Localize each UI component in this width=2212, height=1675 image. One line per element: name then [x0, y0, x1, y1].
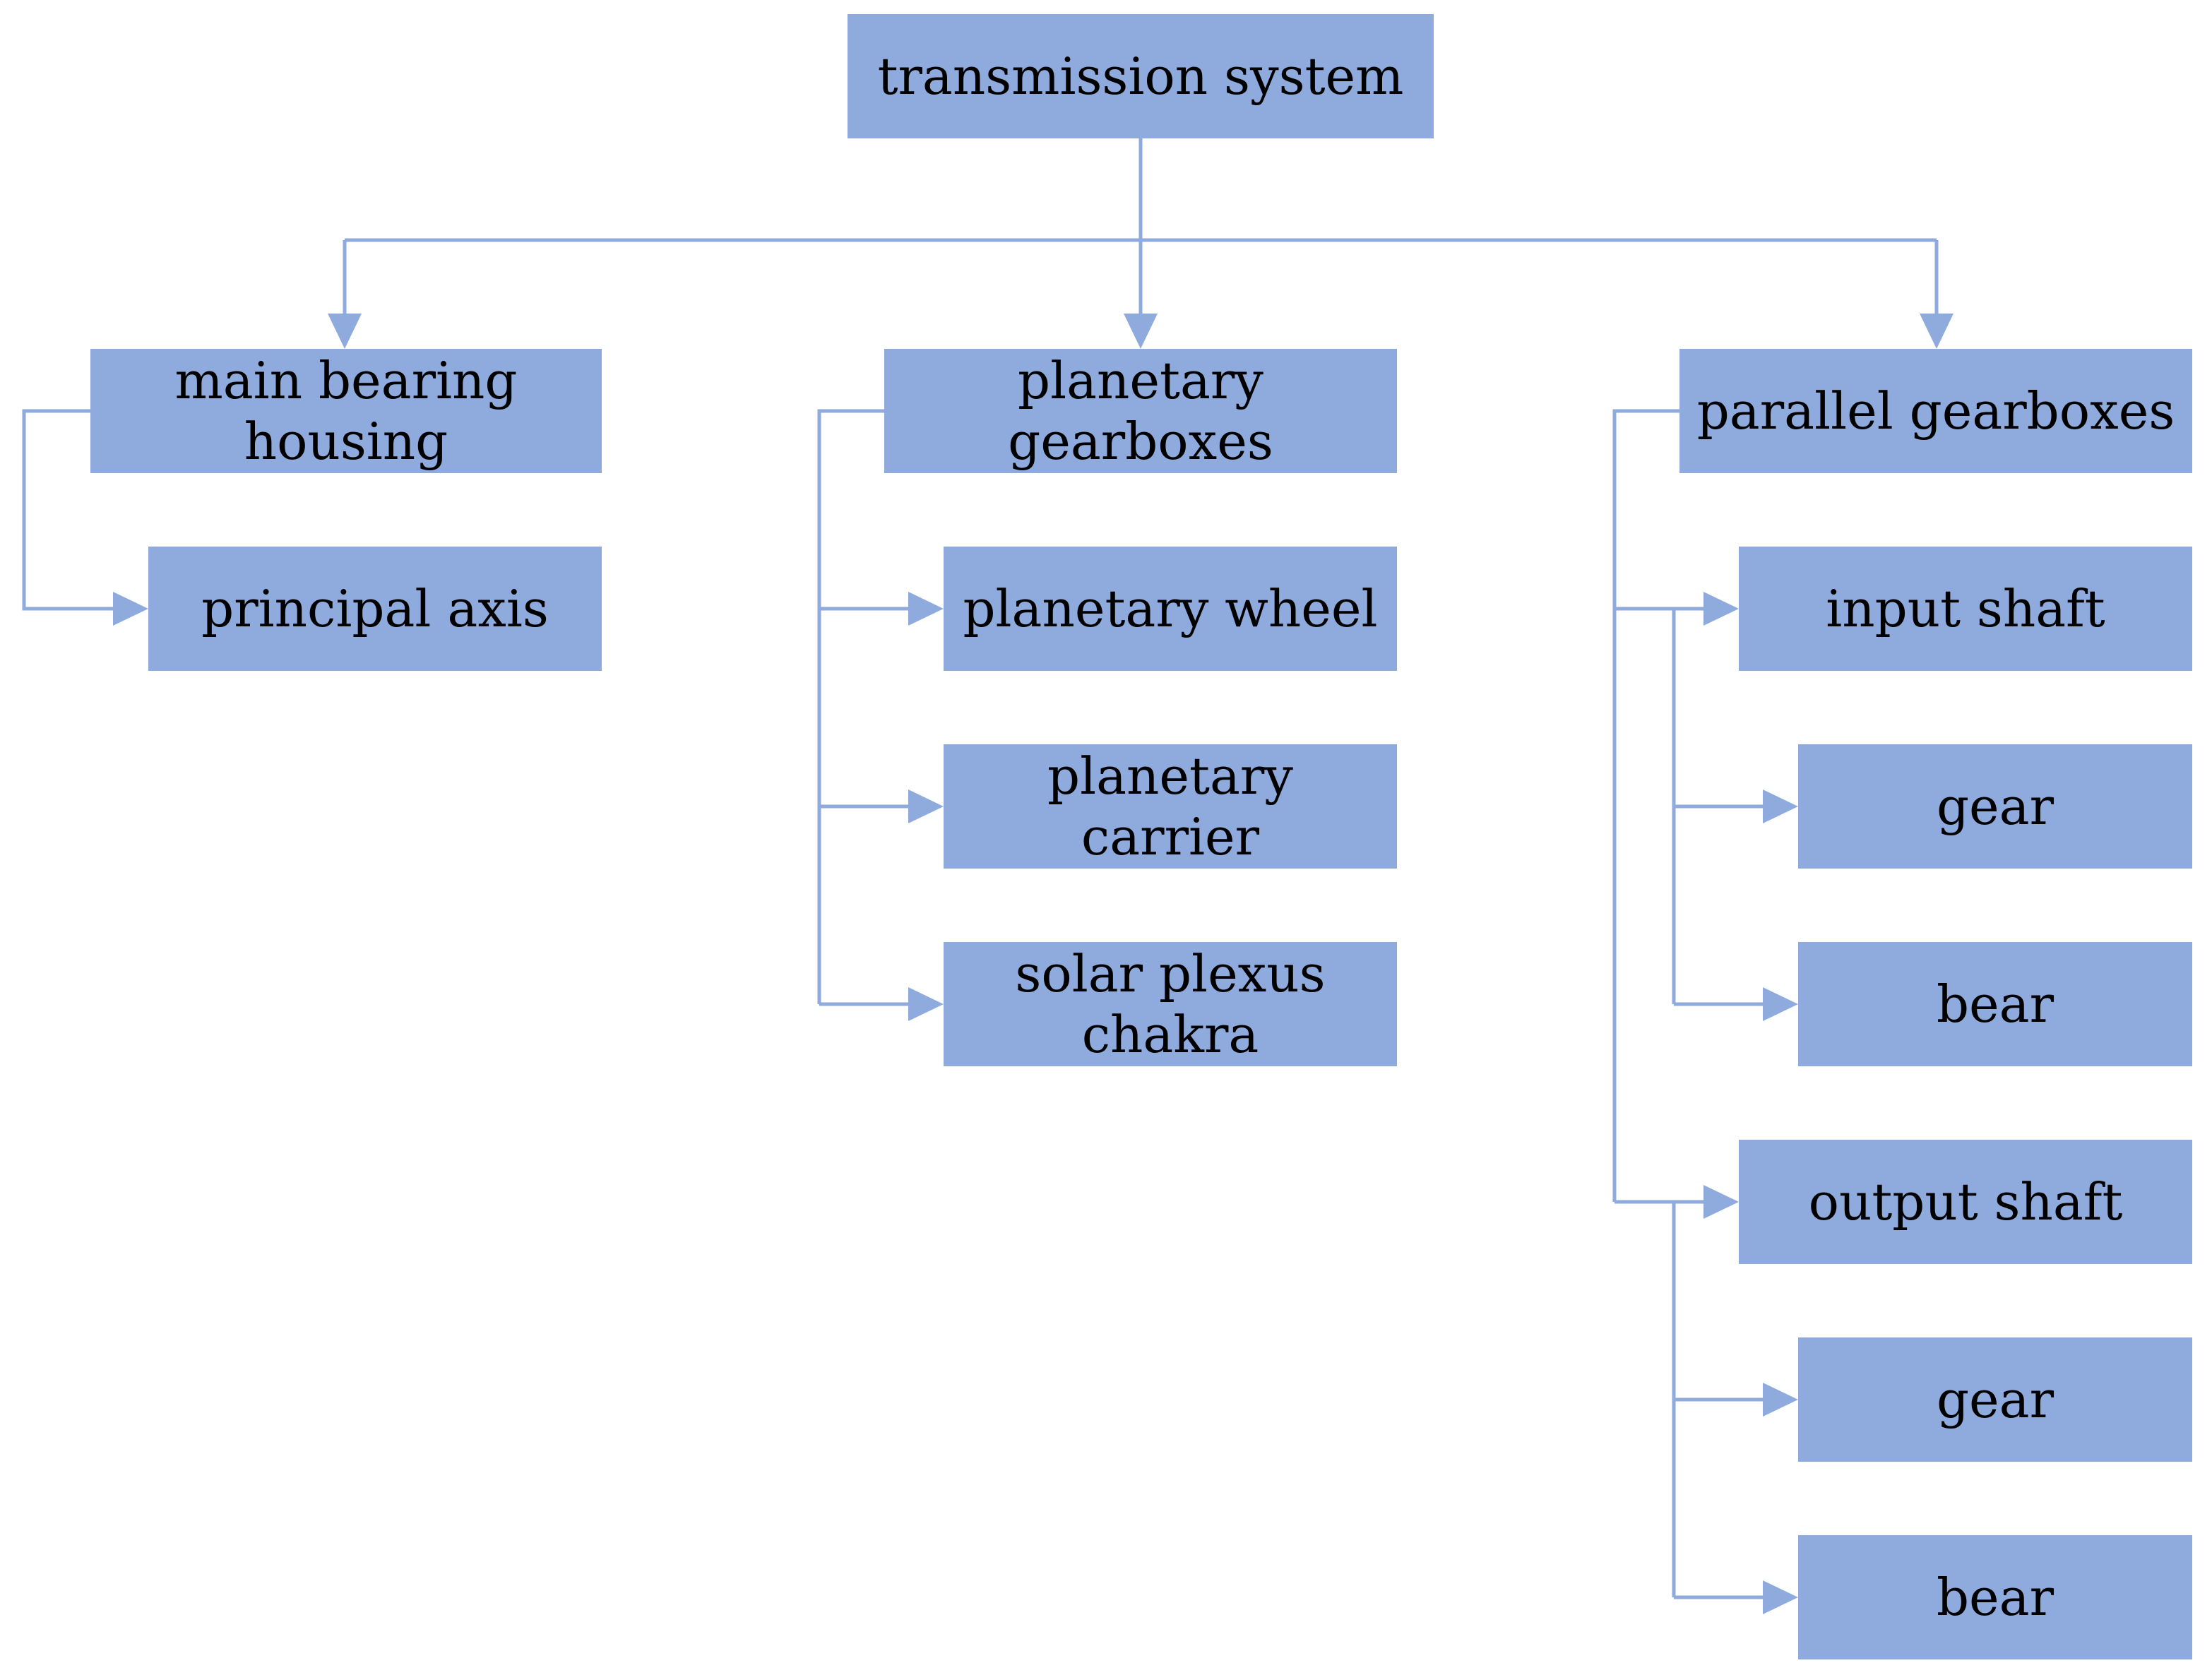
node-output-shaft: output shaft [1739, 1140, 2192, 1264]
node-solar-plexus-chakra: solar plexus chakra [944, 942, 1397, 1066]
arrow-planetary-wheel [908, 592, 944, 626]
node-input-shaft: input shaft [1739, 547, 2192, 671]
arrow-output-gear [1763, 1383, 1798, 1417]
node-principal-axis: principal axis [148, 547, 602, 671]
connector-main-bearing-principal-axis [22, 409, 113, 611]
arrow-solar-plexus-chakra [908, 987, 944, 1021]
node-input-bear: bear [1798, 942, 2192, 1066]
node-planetary-carrier: planetary carrier [944, 744, 1397, 869]
connector-parallel-spine [1612, 409, 1679, 1202]
arrow-input-shaft [1703, 592, 1739, 626]
arrow-planetary-carrier [908, 789, 944, 823]
node-output-bear: bear [1798, 1535, 2192, 1659]
node-planetary-gearboxes: planetary gearboxes [884, 349, 1397, 473]
arrow-output-shaft [1703, 1185, 1739, 1219]
arrow-planetary-gearboxes [1124, 314, 1158, 349]
arrow-principal-axis [113, 592, 148, 626]
node-input-gear: gear [1798, 744, 2192, 869]
node-parallel-gearboxes: parallel gearboxes [1679, 349, 2192, 473]
connector-lines [22, 138, 1939, 1599]
arrowheads [113, 314, 1954, 1614]
arrow-output-bear [1763, 1580, 1798, 1614]
node-output-gear: gear [1798, 1337, 2192, 1462]
node-main-bearing-housing: main bearing housing [90, 349, 602, 473]
arrow-input-gear [1763, 789, 1798, 823]
node-transmission-system: transmission system [848, 14, 1434, 138]
arrow-parallel-gearboxes [1920, 314, 1954, 349]
node-planetary-wheel: planetary wheel [944, 547, 1397, 671]
arrow-input-bear [1763, 987, 1798, 1021]
connector-planetary-spine [817, 409, 884, 1004]
arrow-main-bearing-housing [328, 314, 362, 349]
